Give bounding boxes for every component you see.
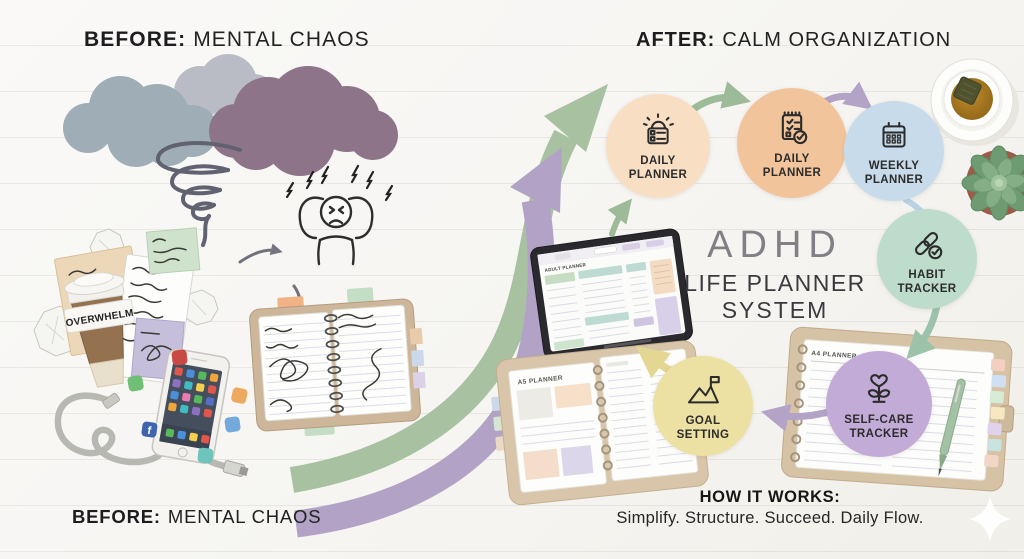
a5-binder-title: A5 PLANNER	[517, 375, 563, 387]
calendar-icon	[882, 121, 906, 148]
a4-binder-tabs	[984, 358, 1007, 468]
a4-binder-title: A4 PLANNER	[811, 350, 857, 360]
center-title: ADHD LIFE PLANNER SYSTEM	[662, 226, 888, 324]
scattered-app-icons: f	[127, 349, 248, 464]
stressed-person-doodle	[298, 195, 374, 266]
sun-checklist-icon	[642, 113, 674, 144]
a5-binder-rings	[592, 364, 613, 471]
heading-before-top-text: MENTAL CHAOS	[193, 28, 370, 51]
heading-after-top-text: CALM ORGANIZATION	[722, 29, 952, 51]
succulent-plant	[961, 145, 1024, 221]
how-it-works-tagline: Simplify. Structure. Succeed. Daily Flow…	[616, 509, 924, 527]
connector-selfcare-goal	[761, 404, 832, 432]
flow-circle-daily-planner-1: DAILY PLANNER	[606, 94, 710, 198]
center-title-adhd: ADHD	[707, 224, 843, 266]
how-it-works-title: HOW IT WORKS:	[699, 488, 841, 506]
flow-circle-goal-setting: GOAL SETTING	[653, 356, 753, 456]
flow-circle-daily-planner-2: DAILY PLANNER	[737, 88, 847, 198]
flow-circle-label: GOAL SETTING	[676, 414, 730, 441]
smartphone	[151, 348, 231, 465]
heading-before-top-label: BEFORE:	[84, 28, 187, 51]
heading-after-top: AFTER: CALM ORGANIZATION	[636, 29, 951, 52]
heading-before-bottom-label: BEFORE:	[72, 506, 161, 527]
connector-habit-selfcare	[906, 301, 941, 360]
lightning-bolts	[285, 164, 394, 202]
flow-circle-label: DAILY PLANNER	[762, 152, 822, 179]
tea-cup	[930, 58, 1019, 146]
storm-clouds	[63, 54, 398, 176]
tablet-planner: ADULT PLANNER	[530, 228, 693, 360]
facebook-icon: f	[141, 421, 158, 438]
messy-notebook	[249, 287, 426, 437]
heading-before-top: BEFORE: MENTAL CHAOS	[84, 28, 370, 52]
heading-before-bottom-text: MENTAL CHAOS	[167, 506, 322, 527]
connector-daily1-daily2	[688, 81, 751, 114]
tornado-doodle	[156, 141, 242, 247]
heart-plant-icon	[867, 373, 891, 403]
a5-binder: A5 PLANNER	[491, 340, 709, 506]
chain-check-icon	[914, 231, 943, 259]
sticky-note-green	[145, 227, 201, 275]
connector-tablet-daily1	[607, 198, 632, 237]
mountain-flag-icon	[687, 375, 720, 404]
flow-circle-label: DAILY PLANNER	[628, 154, 688, 181]
tablet-title: ADULT PLANNER	[544, 262, 587, 273]
flow-circle-habit-tracker: HABIT TRACKER	[877, 209, 977, 309]
sparkle-icon	[968, 496, 1012, 542]
checklist-check-icon	[781, 111, 808, 144]
flow-circle-label: WEEKLY PLANNER	[864, 159, 924, 186]
center-title-line2: LIFE PLANNER	[684, 270, 866, 296]
phone-app-grid	[159, 367, 219, 450]
svg-text:f: f	[147, 425, 153, 437]
coffee-cup: OVERWHELM	[63, 272, 135, 388]
flow-circle-label: SELF-CARE TRACKER	[844, 413, 914, 440]
center-title-line3: SYSTEM	[721, 297, 829, 323]
connector-daily2-weekly	[820, 81, 873, 110]
flow-circle-weekly-planner: WEEKLY PLANNER	[844, 101, 944, 201]
heading-after-top-label: AFTER:	[636, 29, 716, 51]
green-pen	[938, 378, 966, 477]
heading-before-bottom: BEFORE: MENTAL CHAOS	[72, 506, 321, 528]
how-it-works: HOW IT WORKS: Simplify. Structure. Succe…	[580, 488, 960, 528]
flow-circle-self-care-tracker: SELF-CARE TRACKER	[826, 351, 932, 457]
flow-circle-label: HABIT TRACKER	[897, 268, 957, 295]
